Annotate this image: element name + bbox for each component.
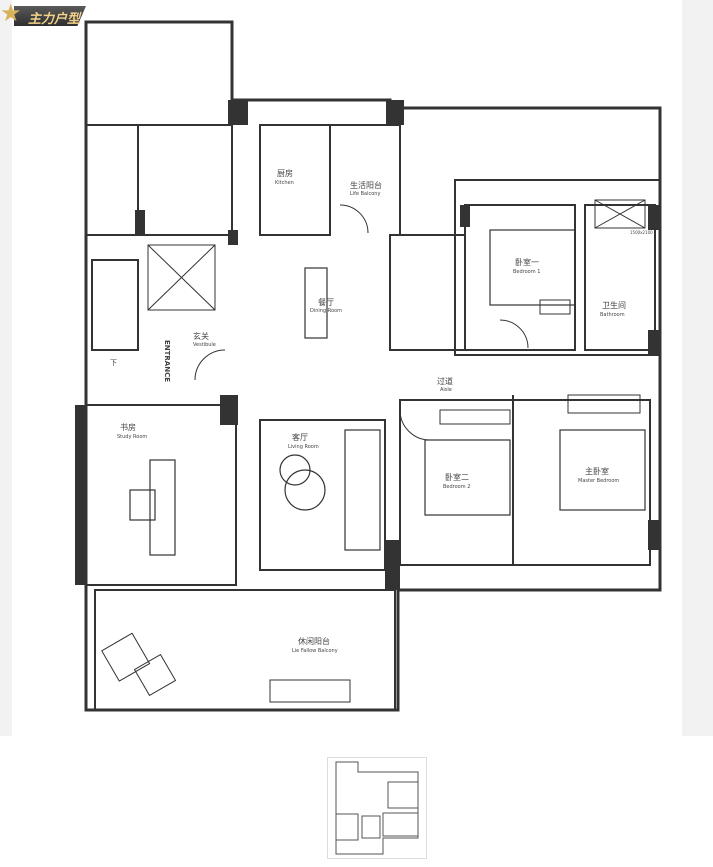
- room-label-study-en: Study Room: [117, 434, 147, 440]
- thumbnail-drawing: [335, 761, 419, 855]
- floor-plan-image[interactable]: 厨房 Kitchen 生活阳台 Life Balcony 餐厅 Dining R…: [12, 0, 682, 736]
- main-layout-badge: ★ 主力户型: [0, 0, 90, 28]
- badge-background: [14, 6, 86, 26]
- room-label-living-en: Living Room: [288, 444, 319, 450]
- room-label-aisle-en: Aisle: [440, 387, 452, 393]
- room-label-aisle-zh: 过道: [437, 376, 453, 386]
- floor-plan-thumbnail[interactable]: [327, 757, 427, 859]
- room-label-bathroom-zh: 卫生间: [602, 300, 626, 310]
- room-label-vestibule-en: Vestibule: [193, 342, 216, 348]
- room-label-living-zh: 客厅: [292, 432, 308, 442]
- star-icon: ★: [0, 0, 22, 27]
- room-label-life-balcony-en: Life Balcony: [350, 191, 380, 197]
- room-label-vestibule-zh: 玄关: [193, 331, 209, 341]
- room-label-kitchen-en: Kitchen: [275, 180, 294, 186]
- stairs-down-label: 下: [110, 359, 117, 367]
- badge-label: 主力户型: [28, 11, 81, 26]
- room-label-bedroom2-en: Bedroom 2: [443, 484, 470, 490]
- entrance-label: ENTRANCE: [163, 340, 171, 382]
- window-size-label: 1500x2100: [630, 230, 653, 235]
- room-label-master-en: Master Bedroom: [578, 478, 619, 484]
- room-label-balcony-zh: 休闲阳台: [298, 636, 330, 646]
- room-label-bedroom2-zh: 卧室二: [445, 472, 469, 482]
- floor-plan-drawing: 厨房 Kitchen 生活阳台 Life Balcony 餐厅 Dining R…: [75, 20, 662, 712]
- floor-plan-viewer: 厨房 Kitchen 生活阳台 Life Balcony 餐厅 Dining R…: [0, 0, 713, 736]
- room-label-study-zh: 书房: [120, 422, 136, 432]
- room-label-balcony-en: Lie Fallow Balcony: [292, 648, 338, 654]
- room-label-master-zh: 主卧室: [585, 466, 609, 476]
- room-label-kitchen-zh: 厨房: [277, 168, 293, 178]
- room-label-bathroom-en: Bathroom: [600, 312, 625, 318]
- room-label-life-balcony-zh: 生活阳台: [350, 180, 382, 190]
- room-label-dining-en: Dining Room: [310, 308, 342, 314]
- room-label-bedroom1-en: Bedroom 1: [513, 269, 540, 275]
- room-label-dining-zh: 餐厅: [318, 298, 334, 307]
- room-label-bedroom1-zh: 卧室一: [515, 257, 539, 267]
